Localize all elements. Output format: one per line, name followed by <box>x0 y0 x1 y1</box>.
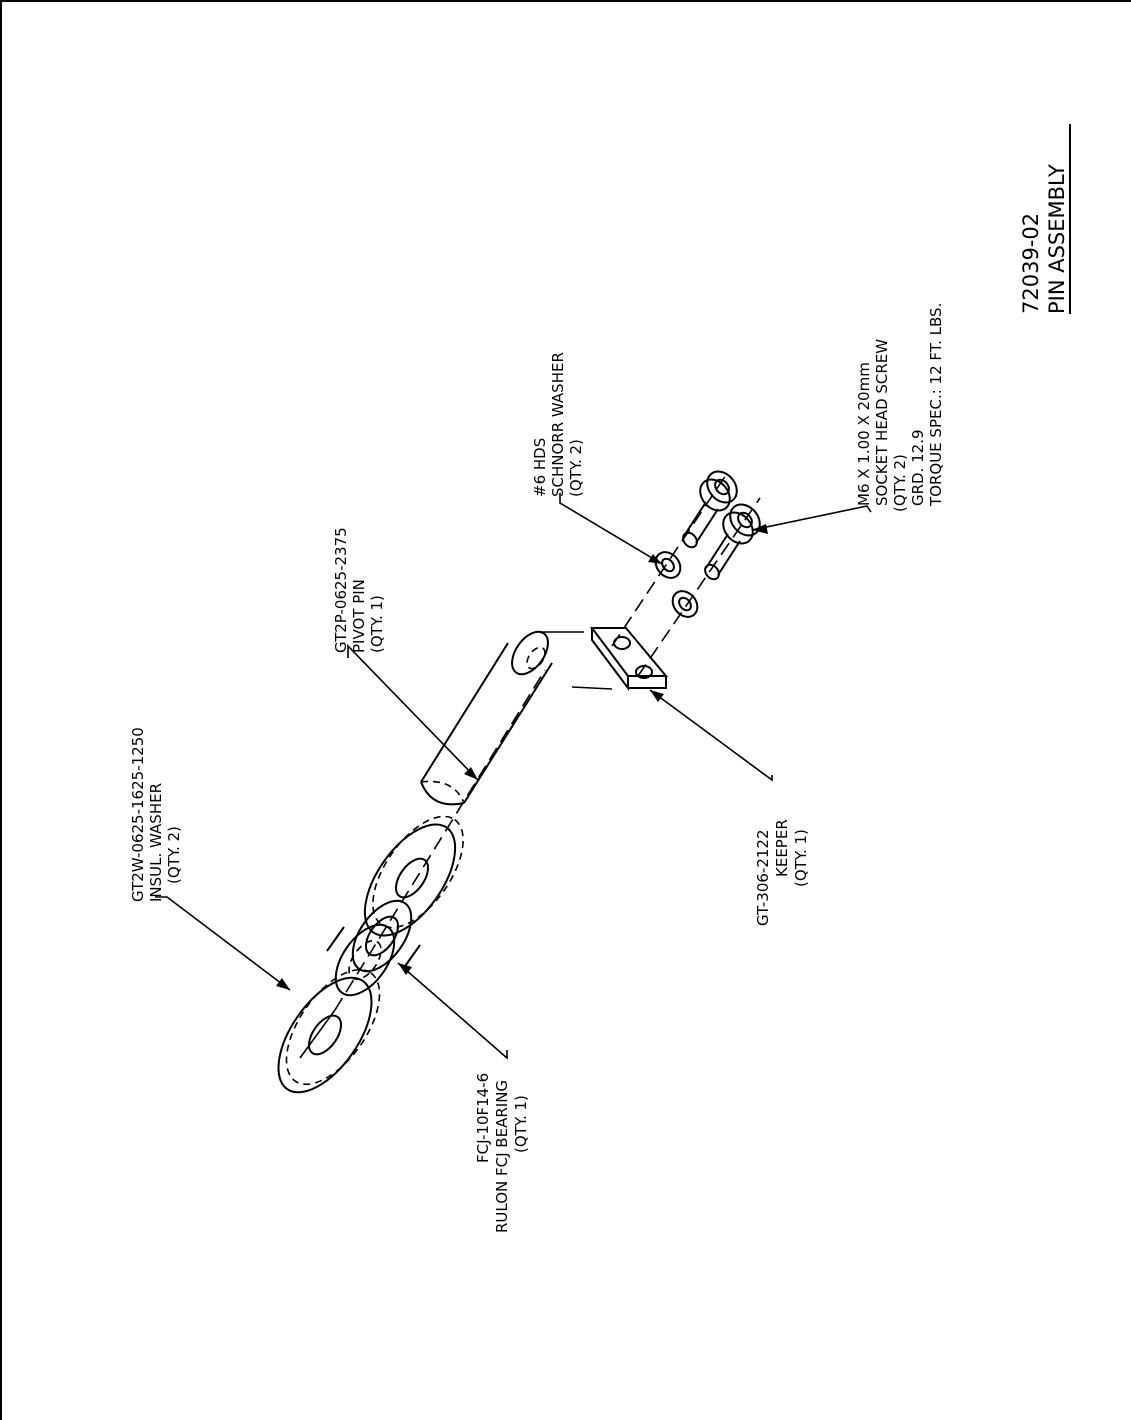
rulon-bearing <box>326 899 421 997</box>
pivot-pin <box>420 630 553 806</box>
insul-washer-left <box>277 968 381 1094</box>
bearing-callout: FCJ-10F14-6 RULON FCJ BEARING (QTY. 1) <box>474 1068 530 1233</box>
pivot-pin-callout: GT2P-0625-2375 PIVOT PIN (QTY. 1) <box>332 523 386 653</box>
insul-washer-right <box>363 815 464 937</box>
socket-head-screws <box>682 470 761 581</box>
screw-axes <box>611 471 761 677</box>
schnorr-washers <box>654 551 699 618</box>
drawing-number: 72039-02 <box>1019 213 1043 314</box>
insul-washer-callout: GT2W-0625-1625-1250 INSUL. WASHER (QTY. … <box>129 722 183 902</box>
schnorr-washer-callout: #6 HDS SCHNORR WASHER (QTY. 2) <box>531 347 585 497</box>
drawing-title: PIN ASSEMBLY <box>1045 164 1069 314</box>
leader-lines <box>155 493 872 1060</box>
keeper-callout: GT-306-2122 KEEPER (QTY. 1) <box>754 814 810 926</box>
keeper-plate <box>540 627 669 691</box>
main-axis <box>299 669 546 1059</box>
screw-callout: M6 X 1.00 X 20mm SOCKET HEAD SCREW (QTY.… <box>855 303 945 512</box>
